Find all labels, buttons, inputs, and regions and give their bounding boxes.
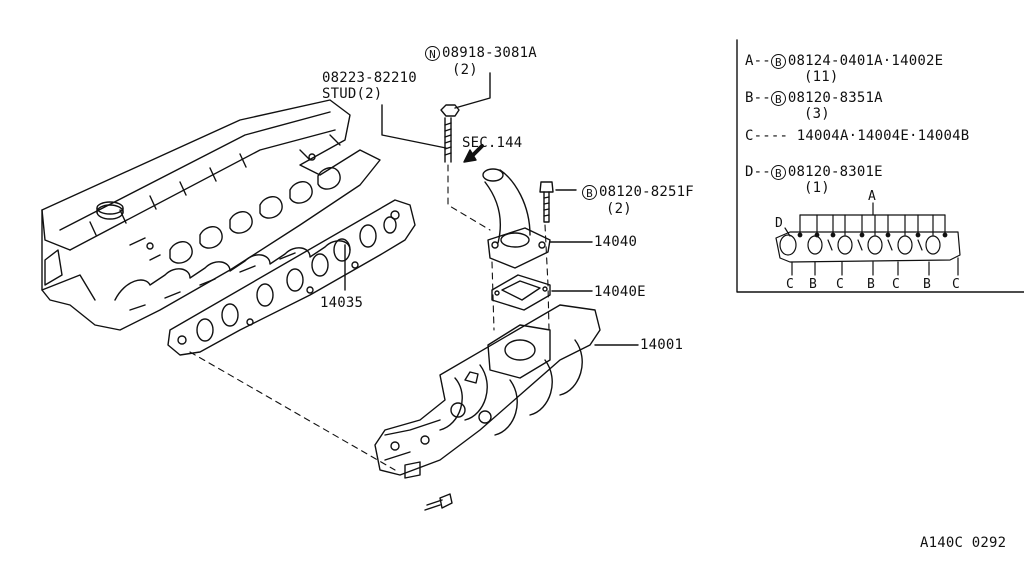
b-symbol-icon: B (770, 165, 786, 180)
b-symbol-icon: B (770, 91, 786, 106)
detail-label-a: A (868, 189, 877, 204)
detail-label-bottom-7: C (952, 277, 961, 292)
intake-gasket-14035 (167, 199, 416, 356)
legend-b-qty: (3) (804, 106, 830, 122)
legend-a-qty: (11) (804, 69, 839, 85)
section-arrow-icon (463, 144, 484, 163)
legend-a-text: 08124-0401A·14002E (787, 53, 944, 69)
section-reference: SEC.144 (462, 135, 523, 151)
label-14040: 14040 (594, 234, 638, 250)
detail-label-bottom-5: C (892, 277, 901, 292)
nut-illustration (440, 104, 460, 117)
leader-stud (381, 104, 447, 149)
detail-label-bottom-4: B (867, 277, 876, 292)
bolt-bottom-illustration (424, 493, 453, 511)
nut-qty: (2) (452, 62, 478, 78)
intake-manifold-14001 (374, 304, 601, 479)
detail-label-d: D (775, 216, 784, 231)
legend-b-text: 08120-8351A (787, 90, 883, 106)
detail-label-bottom-1: C (786, 277, 795, 292)
legend-b-key: B-- (745, 90, 771, 106)
legend-c-text: 14004A·14004E·14004B (796, 128, 970, 144)
legend-a-key: A-- (745, 53, 771, 69)
stud-part-number: 08223-82210 (322, 70, 417, 86)
bolt-illustration (539, 181, 554, 223)
stud-illustration (444, 117, 452, 163)
alignment-lines (189, 164, 550, 471)
bolt-top-part-number: 08120-8251F (599, 184, 694, 200)
bolt-top-qty: (2) (606, 201, 632, 217)
detail-label-bottom-3: C (836, 277, 845, 292)
stud-description: STUD(2) (322, 86, 383, 102)
label-14035: 14035 (320, 295, 364, 311)
legend-frame (736, 39, 1024, 293)
leader-nut (454, 72, 491, 109)
detail-sketch (775, 202, 961, 276)
legend-c-key: C---- (745, 128, 789, 144)
legend-d-key: D-- (745, 164, 771, 180)
elbow-14040 (482, 168, 551, 269)
cylinder-head-illustration (41, 99, 381, 331)
nut-part-number: 08918-3081A (442, 45, 537, 61)
label-14001: 14001 (640, 337, 684, 353)
label-14040E: 14040E (594, 284, 646, 300)
legend-d-text: 08120-8301E (787, 164, 883, 180)
legend-d-qty: (1) (804, 180, 830, 196)
elbow-gasket-14040E (491, 274, 551, 311)
n-symbol-icon: N (425, 46, 440, 61)
detail-label-bottom-2: B (809, 277, 818, 292)
b-symbol-icon: B (770, 54, 786, 69)
diagram-code: A140C 0292 (920, 535, 1007, 551)
detail-label-bottom-6: B (923, 277, 932, 292)
b-symbol-icon: B (582, 185, 597, 200)
legend-row-c: C---- 14004A·14004E·14004B (745, 128, 969, 144)
